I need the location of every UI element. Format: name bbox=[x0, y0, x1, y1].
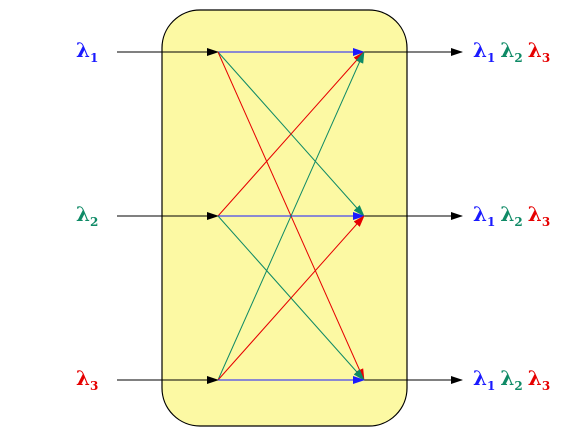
router-box bbox=[161, 9, 408, 427]
output-lambda-1: λ1 bbox=[473, 202, 496, 229]
input-label-1: λ1 bbox=[76, 40, 98, 68]
lambda-symbol: λ bbox=[76, 202, 91, 226]
lambda-symbol: λ bbox=[76, 366, 91, 390]
lambda-index: 3 bbox=[541, 51, 551, 65]
output-lambda-2: λ2 bbox=[500, 38, 523, 65]
lambda-index: 2 bbox=[514, 51, 523, 65]
lambda-index: 2 bbox=[514, 379, 523, 393]
lambda-symbol: λ bbox=[473, 202, 488, 226]
lambda-index: 1 bbox=[90, 51, 99, 65]
input-label-2: λ2 bbox=[76, 204, 98, 232]
lambda-index: 1 bbox=[487, 215, 496, 229]
lambda-symbol: λ bbox=[473, 366, 488, 390]
lambda-index: 3 bbox=[541, 379, 551, 393]
connection-2-to-1 bbox=[217, 51, 365, 217]
lambda-index: 3 bbox=[90, 379, 99, 393]
lambda-symbol: λ bbox=[500, 38, 515, 62]
output-lambda-3: λ3 bbox=[527, 38, 551, 65]
lambda-symbol: λ bbox=[527, 366, 542, 390]
lambda-index: 1 bbox=[487, 379, 496, 393]
connection-3-to-2 bbox=[217, 215, 365, 381]
connection-3-to-1 bbox=[217, 51, 365, 381]
lambda-index: 2 bbox=[90, 215, 99, 229]
output-lambda-1: λ1 bbox=[473, 366, 496, 393]
output-lambda-1: λ1 bbox=[473, 38, 496, 65]
output-lambda-3: λ3 bbox=[527, 366, 551, 393]
lambda-symbol: λ bbox=[527, 202, 542, 226]
lambda-symbol: λ bbox=[500, 202, 515, 226]
lambda-index: 1 bbox=[487, 51, 496, 65]
lambda-symbol: λ bbox=[527, 38, 542, 62]
lambda-symbol: λ bbox=[500, 366, 515, 390]
lambda-index: 2 bbox=[514, 215, 523, 229]
output-lambda-2: λ2 bbox=[500, 366, 523, 393]
input-label-3: λ3 bbox=[76, 368, 98, 396]
lambda-symbol: λ bbox=[76, 38, 91, 62]
lambda-symbol: λ bbox=[473, 38, 488, 62]
lambda-index: 3 bbox=[541, 215, 551, 229]
output-lambda-2: λ2 bbox=[500, 202, 523, 229]
output-lambda-3: λ3 bbox=[527, 202, 551, 229]
